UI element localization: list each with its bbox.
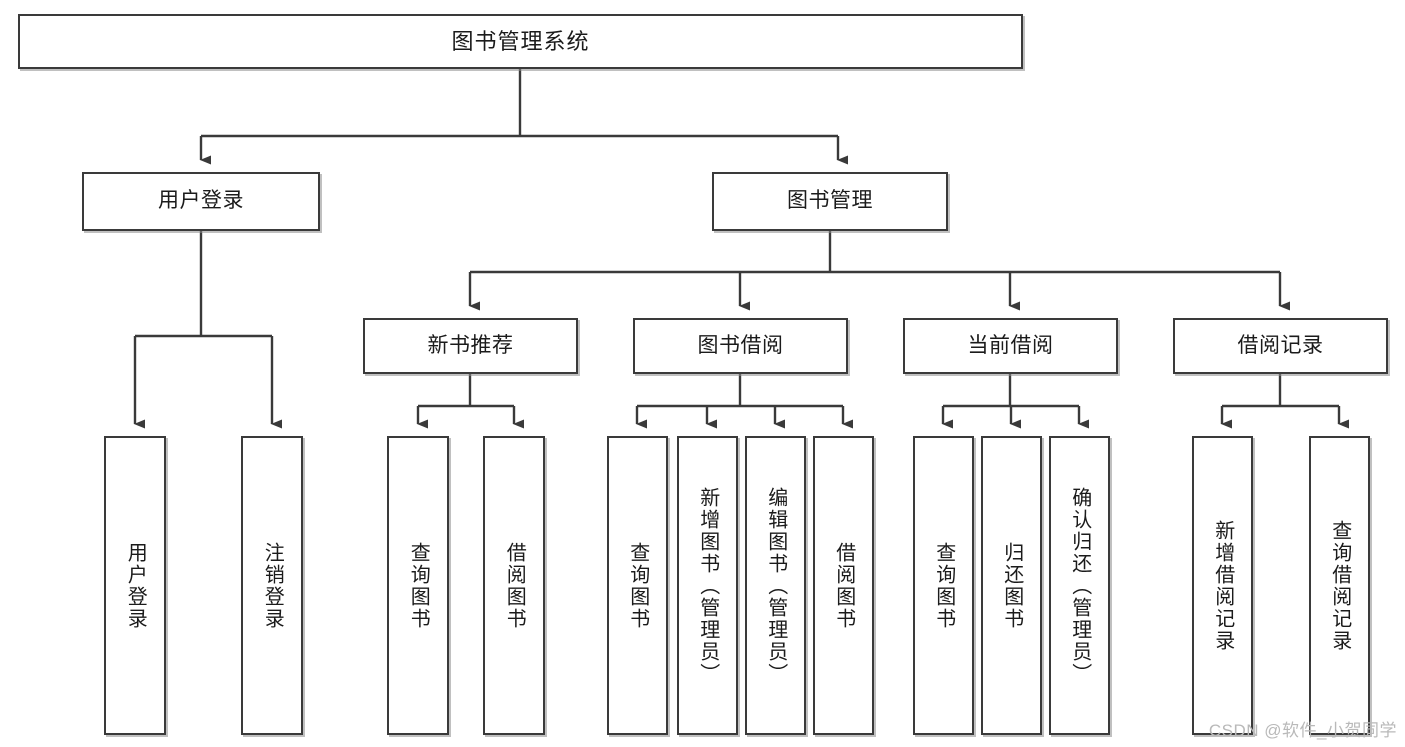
node-leaf-0: 用户登录 [104,436,166,735]
node-leaf-1: 注销登录 [241,436,303,735]
node-leaf-0-label: 用户登录 [124,541,147,630]
node-leaf-7-label: 借阅图书 [832,541,855,630]
node-level1-0-label: 用户登录 [158,189,244,213]
node-leaf-2-label: 查询图书 [407,541,430,630]
node-leaf-4-label: 查询图书 [626,541,649,630]
node-level1-0: 用户登录 [82,172,320,231]
node-leaf-10-label: 确认归还（管理员） [1068,486,1091,685]
node-leaf-3: 借阅图书 [483,436,545,735]
node-leaf-6-label: 编辑图书（管理员） [764,486,787,685]
node-leaf-6: 编辑图书（管理员） [745,436,806,735]
node-leaf-10: 确认归还（管理员） [1049,436,1110,735]
node-level1-1-label: 图书管理 [787,189,873,213]
node-leaf-9: 归还图书 [981,436,1042,735]
node-leaf-12: 查询借阅记录 [1309,436,1370,735]
node-leaf-11-label: 新增借阅记录 [1211,519,1234,652]
node-root: 图书管理系统 [18,14,1023,69]
node-leaf-11: 新增借阅记录 [1192,436,1253,735]
node-level2-0-label: 新书推荐 [427,333,514,357]
node-level2-3-label: 借阅记录 [1237,333,1324,357]
node-root-label: 图书管理系统 [451,28,590,54]
node-level1-1: 图书管理 [712,172,948,231]
node-leaf-8: 查询图书 [913,436,974,735]
node-leaf-7: 借阅图书 [813,436,874,735]
node-leaf-12-label: 查询借阅记录 [1328,519,1351,652]
node-leaf-5-label: 新增图书（管理员） [696,486,719,685]
node-leaf-8-label: 查询图书 [932,541,955,630]
node-level2-2-label: 当前借阅 [967,333,1054,357]
node-leaf-2: 查询图书 [387,436,449,735]
node-leaf-5: 新增图书（管理员） [677,436,738,735]
node-leaf-3-label: 借阅图书 [503,541,526,630]
node-leaf-1-label: 注销登录 [261,541,284,630]
node-level2-1: 图书借阅 [633,318,848,374]
node-leaf-9-label: 归还图书 [1000,541,1023,630]
node-level2-2: 当前借阅 [903,318,1118,374]
node-level2-0: 新书推荐 [363,318,578,374]
node-level2-3: 借阅记录 [1173,318,1388,374]
node-leaf-4: 查询图书 [607,436,668,735]
node-level2-1-label: 图书借阅 [697,333,784,357]
